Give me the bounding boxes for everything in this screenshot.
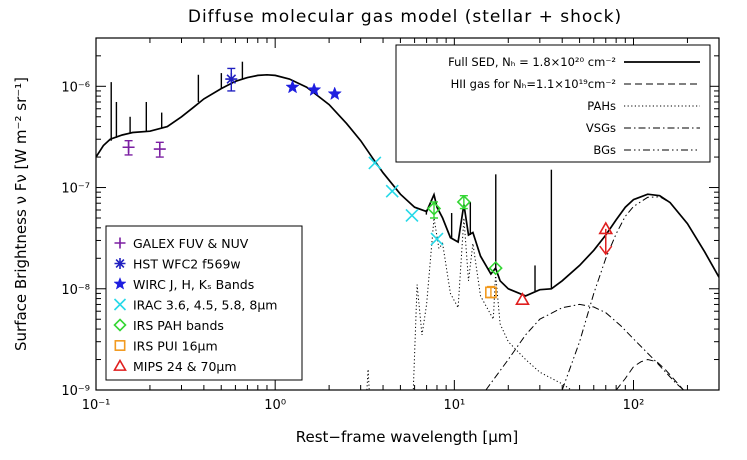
data-legend-marker-plus xyxy=(114,237,126,249)
data-legend-marker-triangle xyxy=(113,358,127,371)
obs-point-triangle xyxy=(515,292,530,305)
data-legend-label: HST WFC2 f569w xyxy=(133,257,241,272)
y-axis-label: Surface Brightness ν Fν [W m⁻² sr⁻¹] xyxy=(12,77,30,351)
obs-point-cross xyxy=(430,232,444,246)
model-legend-label: PAHs xyxy=(587,99,616,113)
model-legend-box xyxy=(395,44,711,163)
obs-point-star xyxy=(306,82,322,97)
data-legend-label: GALEX FUV & NUV xyxy=(133,236,249,251)
data-legend-label: MIPS 24 & 70μm xyxy=(133,359,237,374)
data-legend-label: IRS PUI 16μm xyxy=(133,339,218,354)
obs-point-asterisk xyxy=(225,73,238,86)
series-dotted-line xyxy=(366,217,572,390)
data-legend-label: IRAC 3.6, 4.5, 5.8, 8μm xyxy=(133,298,277,313)
obs-point-star xyxy=(285,79,300,94)
obs-point-square xyxy=(485,286,497,299)
data-legend-marker-square xyxy=(114,340,126,351)
obs-point-plus xyxy=(153,143,166,156)
x-tick-label: 10⁰ xyxy=(264,398,286,413)
obs-point-triangle xyxy=(598,221,614,235)
data-legend-box xyxy=(105,225,303,381)
obs-point-diamond xyxy=(456,194,471,210)
obs-point-cross xyxy=(405,208,419,223)
model-legend-label: HII gas for Nₕ=1.1×10¹⁹cm⁻² xyxy=(451,77,616,91)
obs-point-star xyxy=(327,86,342,101)
obs-point-plus xyxy=(122,141,135,154)
model-legend-label: VSGs xyxy=(586,121,616,135)
error-bar xyxy=(486,285,495,299)
data-legend-marker-asterisk xyxy=(114,258,126,269)
y-tick-label: 10⁻⁹ xyxy=(61,384,90,399)
y-tick-label: 10⁻⁷ xyxy=(61,182,90,197)
data-legend-marker-star xyxy=(113,276,127,290)
model-legend-label: Full SED, Nₕ = 1.8×10²⁰ cm⁻² xyxy=(448,55,616,69)
x-tick-label: 10² xyxy=(623,398,645,413)
x-tick-label: 10¹ xyxy=(443,398,465,413)
obs-point-diamond xyxy=(488,260,503,276)
obs-point-cross xyxy=(385,184,399,198)
data-legend-marker-cross xyxy=(113,298,127,311)
x-tick-label: 10⁻¹ xyxy=(82,398,111,413)
series-dashed-line xyxy=(615,358,684,390)
model-legend-label: BGs xyxy=(593,143,616,157)
data-legend-marker-diamond xyxy=(113,318,127,332)
data-legend-label: WIRC J, H, Kₛ Bands xyxy=(133,277,254,292)
y-tick-label: 10⁻⁶ xyxy=(61,80,90,95)
series-dashdotdot-line xyxy=(561,196,719,390)
obs-point-diamond xyxy=(426,201,442,216)
chart-title: Diffuse molecular gas model (stellar + s… xyxy=(188,7,622,27)
x-axis-label: Rest−frame wavelength [μm] xyxy=(296,428,519,446)
obs-point-cross xyxy=(368,156,382,170)
y-tick-label: 10⁻⁸ xyxy=(61,283,90,298)
series-dashdot-line xyxy=(485,303,684,390)
data-legend-label: IRS PAH bands xyxy=(133,318,224,333)
